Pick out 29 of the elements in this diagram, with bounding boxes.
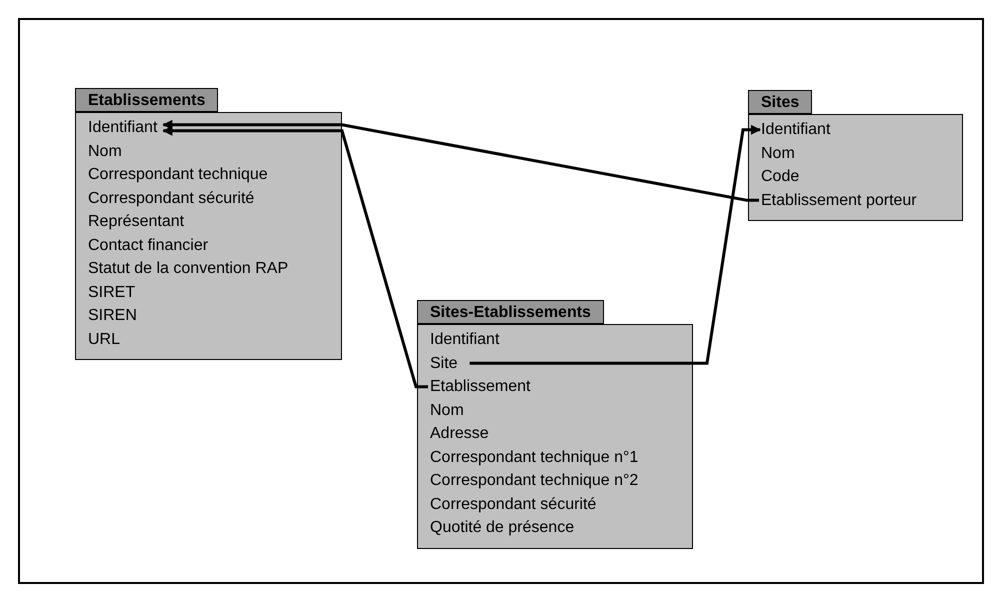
field-name: Statut de la convention RAP [88,257,288,280]
field-name: Identifiant [761,118,830,142]
connector-arrow [162,120,759,202]
table-title-tab: Sites-Etablissements [417,300,604,324]
field-name: URL [88,328,120,351]
field-name: Nom [88,140,122,163]
field-name: Quotité de présence [430,516,574,540]
field-name: Correspondant sécurité [430,492,596,516]
connector-arrow [470,124,761,365]
field-name: Nom [761,142,795,165]
field-name: Nom [430,398,464,422]
field-name: Représentant [88,210,184,234]
field-name: Code [761,165,800,188]
field-name: SIREN [88,304,137,328]
field-name: SIRET [88,280,136,304]
field-name: Identifiant [430,328,500,352]
field-name: Correspondant technique n°2 [430,469,638,492]
connector-arrow [162,126,428,388]
field-name: Identifiant [88,116,158,140]
field-name: Etablissement porteur [761,188,917,212]
table-title-tab: Etablissements [75,88,218,112]
table-title-tab: Sites [748,90,812,114]
field-name: Adresse [430,422,489,446]
field-name: Correspondant technique [88,163,268,186]
field-name: Site [430,352,458,375]
field-name: Correspondant sécurité [88,186,254,210]
field-name: Contact financier [88,234,208,257]
field-name: Etablissement [430,375,530,398]
field-name: Correspondant technique n°1 [430,446,638,469]
